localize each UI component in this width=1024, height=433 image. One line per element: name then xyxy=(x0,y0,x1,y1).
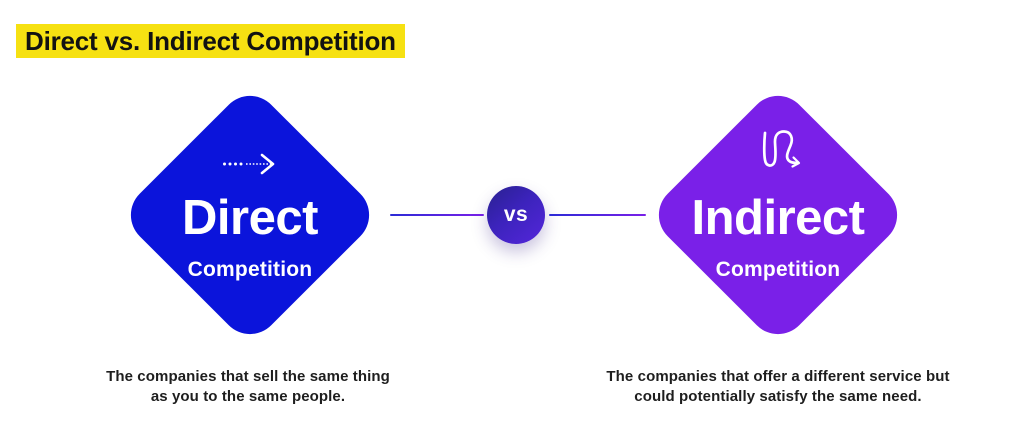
indirect-caption-line2: could potentially satisfy the same need. xyxy=(634,388,922,405)
indirect-diamond-shape xyxy=(646,83,910,347)
indirect-caption-line1: The companies that offer a different ser… xyxy=(606,368,950,385)
direct-diamond-shape xyxy=(118,83,382,347)
direct-caption-line2: as you to the same people. xyxy=(150,388,346,405)
direct-caption: The companies that sell the same thing a… xyxy=(48,367,448,407)
connector-line-right xyxy=(549,214,646,216)
indirect-caption: The companies that offer a different ser… xyxy=(548,367,1008,407)
direct-caption-line1: The companies that sell the same thing xyxy=(106,368,390,385)
page-title: Direct vs. Indirect Competition xyxy=(16,24,405,58)
connector-line-left xyxy=(390,214,484,216)
vs-badge: vs xyxy=(487,186,545,244)
